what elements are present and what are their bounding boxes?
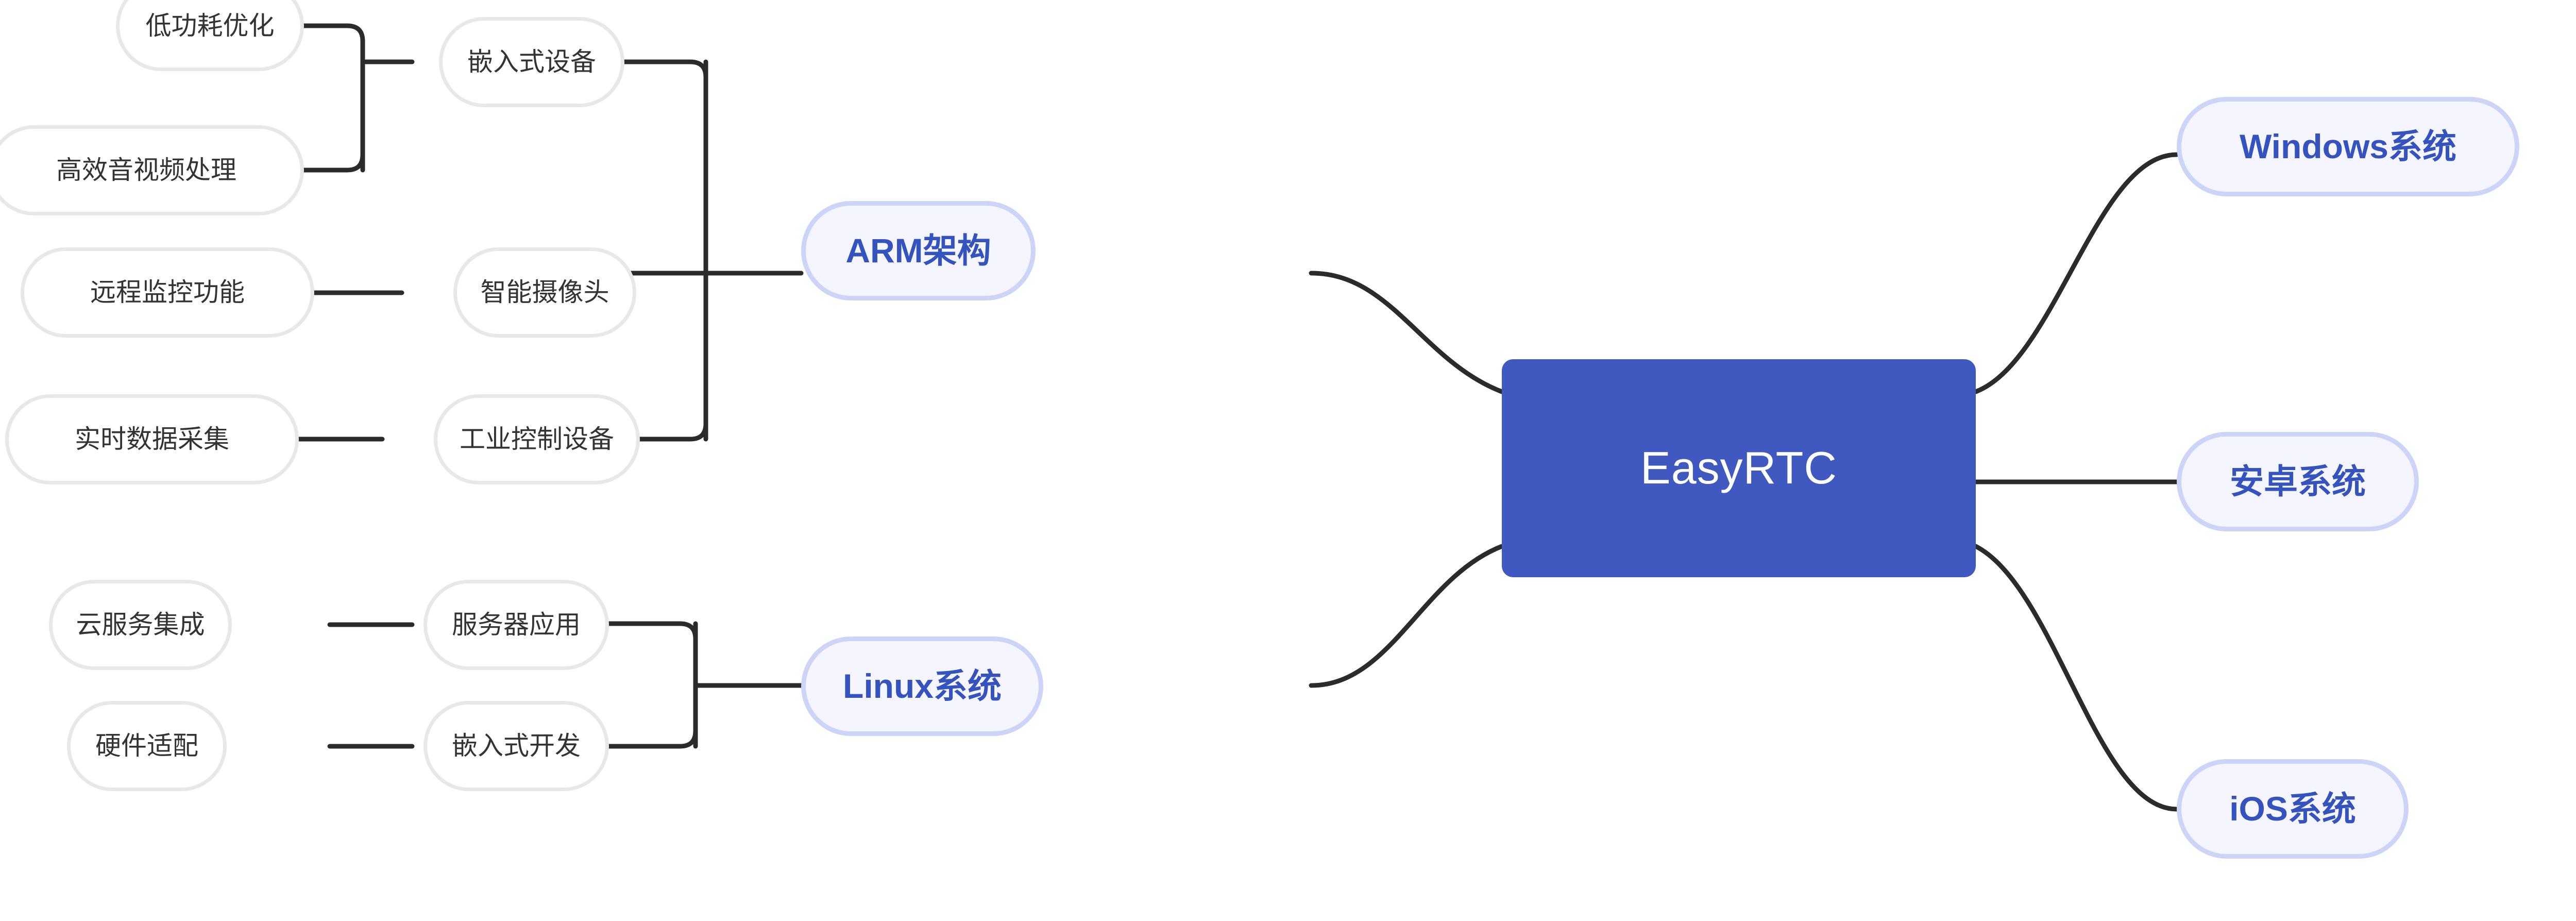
edge-root-arm bbox=[1309, 271, 1504, 394]
leaf-node-hardware-adaptation[interactable]: 硬件适配 bbox=[67, 701, 227, 791]
leaf-node-cloud-integration-label: 云服务集成 bbox=[76, 610, 205, 639]
leaf-node-realtime-data-label: 实时数据采集 bbox=[75, 425, 229, 454]
edge-root-windows bbox=[1973, 152, 2179, 394]
edge-linux-to-embdev bbox=[606, 728, 698, 749]
leaf-node-embedded-dev[interactable]: 嵌入式开发 bbox=[423, 701, 609, 791]
leaf-node-hardware-adaptation-label: 硬件适配 bbox=[95, 731, 198, 760]
edge-linux-to-server bbox=[606, 621, 698, 642]
leaf-node-realtime-data[interactable]: 实时数据采集 bbox=[5, 394, 299, 484]
leaf-node-remote-monitor[interactable]: 远程监控功能 bbox=[21, 247, 314, 338]
root-node-label: EasyRTC bbox=[1640, 442, 1837, 494]
leaf-node-embedded-dev-label: 嵌入式开发 bbox=[452, 731, 581, 760]
leaf-node-industrial-control[interactable]: 工业控制设备 bbox=[434, 394, 640, 484]
edge-embedded-to-lowpower bbox=[301, 23, 365, 44]
branch-node-ios-label: iOS系统 bbox=[2229, 790, 2356, 828]
leaf-node-low-power-label: 低功耗优化 bbox=[145, 11, 275, 40]
leaf-node-smart-camera-label: 智能摄像头 bbox=[480, 278, 609, 307]
leaf-node-cloud-integration[interactable]: 云服务集成 bbox=[49, 580, 232, 670]
branch-node-android-label: 安卓系统 bbox=[2230, 462, 2366, 501]
branch-node-arm[interactable]: ARM架构 bbox=[801, 201, 1036, 300]
edge-root-linux bbox=[1309, 544, 1504, 688]
edge-embedded-to-av bbox=[301, 152, 365, 173]
leaf-node-remote-monitor-label: 远程监控功能 bbox=[90, 278, 245, 307]
leaf-node-embedded-device[interactable]: 嵌入式设备 bbox=[439, 17, 624, 107]
edge-root-ios bbox=[1973, 544, 2179, 812]
leaf-node-embedded-device-label: 嵌入式设备 bbox=[467, 47, 596, 76]
leaf-node-server-app-label: 服务器应用 bbox=[452, 610, 581, 639]
edge-arm-to-embedded bbox=[622, 59, 708, 80]
branch-node-android[interactable]: 安卓系统 bbox=[2177, 432, 2419, 531]
branch-node-linux[interactable]: Linux系统 bbox=[801, 637, 1043, 736]
leaf-node-industrial-control-label: 工业控制设备 bbox=[460, 425, 614, 454]
branch-node-windows[interactable]: Windows系统 bbox=[2177, 97, 2519, 196]
branch-node-ios[interactable]: iOS系统 bbox=[2177, 759, 2409, 859]
branch-node-arm-label: ARM架构 bbox=[845, 231, 991, 270]
leaf-node-low-power[interactable]: 低功耗优化 bbox=[116, 0, 304, 71]
branch-node-linux-label: Linux系统 bbox=[843, 667, 1002, 706]
leaf-node-smart-camera[interactable]: 智能摄像头 bbox=[453, 247, 636, 338]
branch-node-windows-label: Windows系统 bbox=[2239, 127, 2457, 166]
leaf-node-av-processing-label: 高效音视频处理 bbox=[56, 156, 236, 185]
leaf-node-av-processing[interactable]: 高效音视频处理 bbox=[0, 125, 304, 215]
root-node-easyrtc[interactable]: EasyRTC bbox=[1502, 359, 1976, 577]
leaf-node-server-app[interactable]: 服务器应用 bbox=[423, 580, 609, 670]
